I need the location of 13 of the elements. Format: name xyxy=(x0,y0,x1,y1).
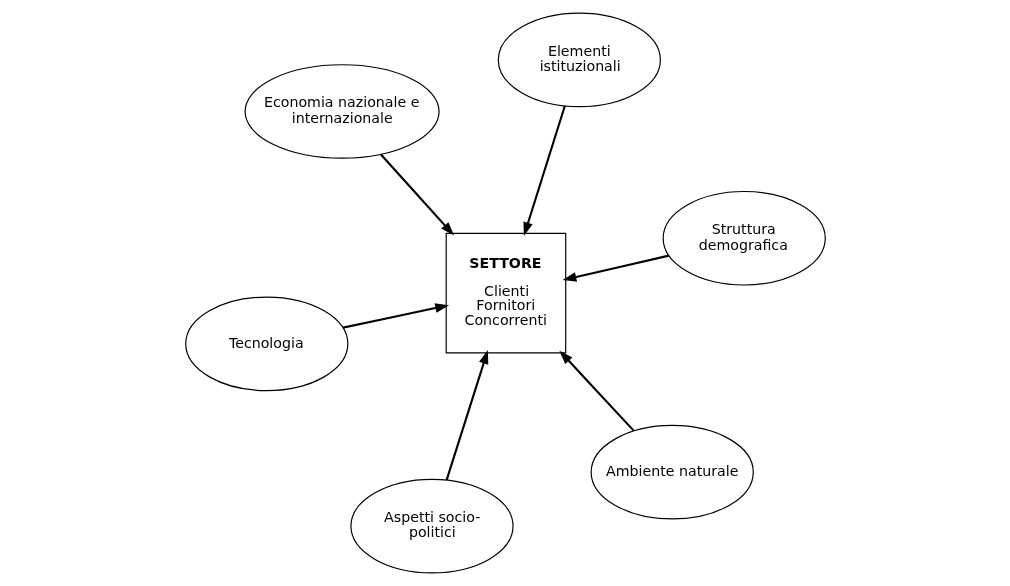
node-ellipse: Ambiente naturale xyxy=(590,424,754,520)
node-ellipse: Tecnologia xyxy=(184,296,348,392)
arrow xyxy=(562,254,669,282)
arrow xyxy=(522,105,566,237)
arrow xyxy=(379,153,454,236)
node-ellipse: Struttura demografica xyxy=(662,190,826,286)
node-ellipse: Aspetti socio-politici xyxy=(349,478,514,574)
arrow xyxy=(342,303,449,329)
arrow xyxy=(558,350,634,432)
arrow xyxy=(445,350,488,481)
node-ellipse: Economia nazionale e internazionale xyxy=(244,64,440,159)
node-ellipse: Elementi istituzionali xyxy=(497,12,661,108)
node-box: SETTORE Clienti Fornitori Concorrenti xyxy=(445,232,566,354)
